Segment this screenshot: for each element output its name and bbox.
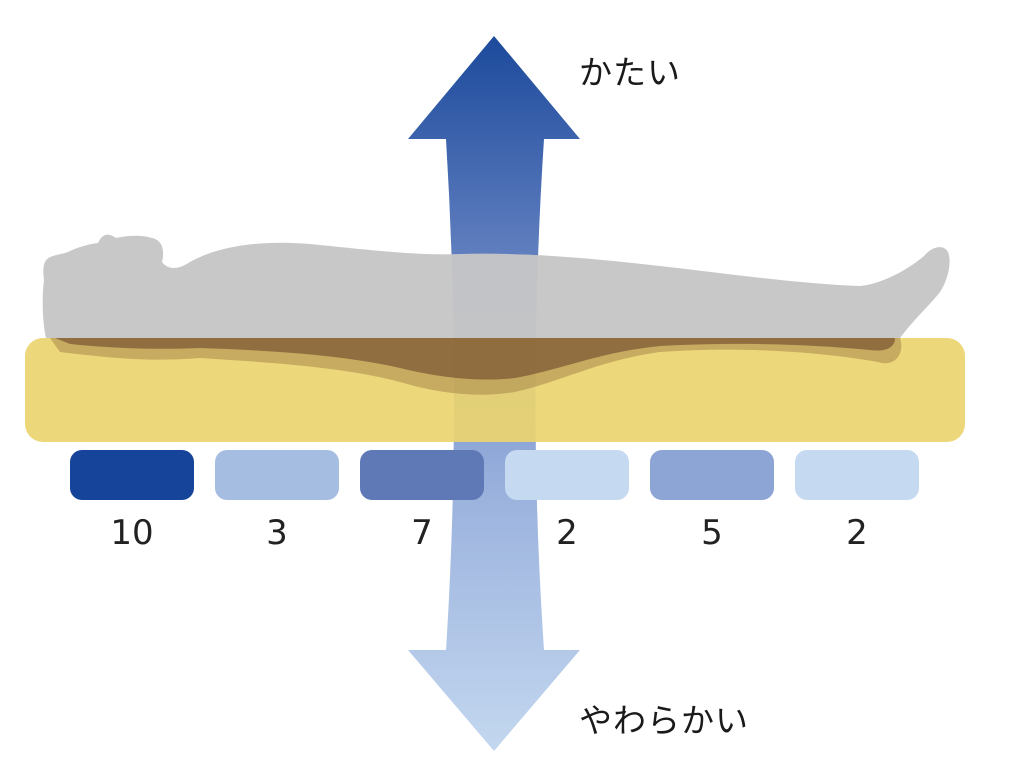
lying-person-silhouette xyxy=(42,234,950,338)
zone-number-4: 2 xyxy=(556,513,578,553)
zone-number-3: 7 xyxy=(411,513,433,553)
zone-number-6: 2 xyxy=(846,513,868,553)
zone-block-3 xyxy=(360,450,484,500)
soft-label: やわらかい xyxy=(579,701,749,740)
zone-block-6 xyxy=(795,450,919,500)
firm-label: かたい xyxy=(579,53,681,92)
firmness-zone-numbers: 10 3 7 2 5 2 xyxy=(110,513,867,553)
zone-number-5: 5 xyxy=(701,513,723,553)
firmness-zones xyxy=(70,450,919,500)
zone-block-1 xyxy=(70,450,194,500)
zone-number-1: 10 xyxy=(110,513,153,553)
body-impression-inner xyxy=(55,338,895,380)
zone-block-5 xyxy=(650,450,774,500)
zone-block-2 xyxy=(215,450,339,500)
zone-number-2: 3 xyxy=(266,513,288,553)
zone-block-4 xyxy=(505,450,629,500)
